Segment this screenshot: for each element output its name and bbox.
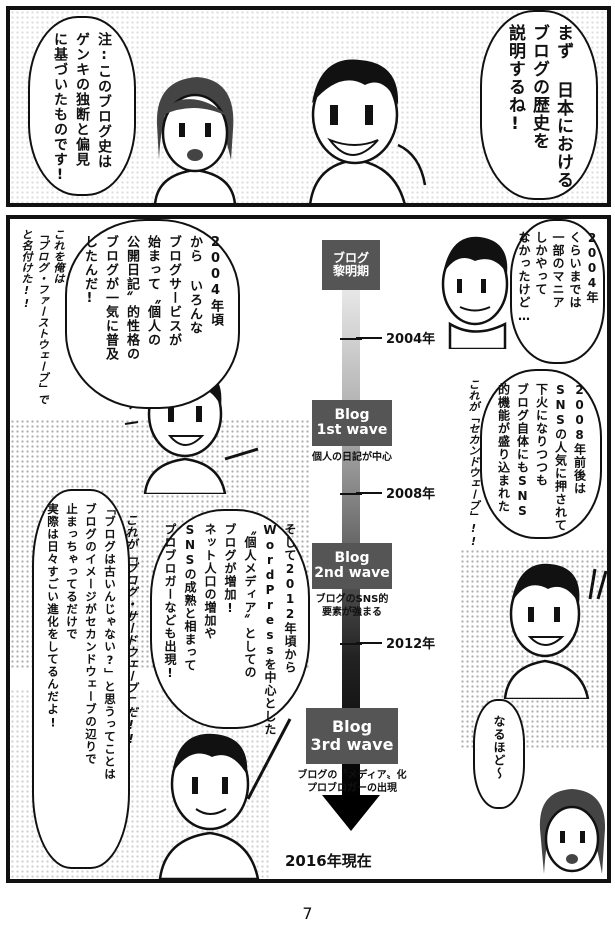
speech-bubble-2004: 2004年頃 から いろんな ブログサービスが 始まって〝個人の 公開日記〟的性… bbox=[65, 219, 240, 409]
timeline-present-label: 2016年現在 bbox=[285, 852, 372, 870]
speech-bubble-conclusion: 「ブログは古いんじゃない?」と思うってことは ブログのイメージがセカンドウェーブ… bbox=[32, 489, 130, 869]
handwritten-second-wave: これが「セカンドウェーブ」!! bbox=[467, 379, 480, 548]
timeline-axis bbox=[342, 238, 360, 798]
character-woman-illustration bbox=[154, 77, 236, 203]
era-caption-first-wave: 個人の日記が中心 bbox=[312, 452, 392, 463]
handwritten-first-wave: これを俺は 「ブログ・ファーストウェーブ」で と名付けた!! bbox=[20, 229, 65, 405]
speech-bubble-note: 注:このブログ史は ゲンキの独断と偏見 に基づいたものです! bbox=[28, 16, 136, 196]
speech-text: なるほど〜 bbox=[492, 715, 506, 780]
speech-text: まず 日本における ブログの歴史を 説明するね! bbox=[505, 24, 573, 189]
era-caption-second-wave: ブログのSNS的 要素が強まる bbox=[315, 594, 389, 618]
year-tick bbox=[340, 338, 362, 340]
speech-text: 「ブログは古いんじゃない?」と思うってことは ブログのイメージがセカンドウェーブ… bbox=[46, 503, 117, 781]
speech-bubble-naruhodo: なるほど〜 bbox=[473, 699, 525, 809]
character-genki-pointing-up-illustration bbox=[158, 718, 292, 879]
speech-bubble-main: まず 日本における ブログの歴史を 説明するね! bbox=[480, 10, 598, 200]
era-box-second-wave: Blog 2nd wave bbox=[312, 543, 392, 589]
timeline-arrow-head bbox=[322, 795, 380, 831]
character-genki-peeking-illustration bbox=[441, 236, 509, 349]
era-box-dawn: ブログ 黎明期 bbox=[322, 240, 380, 290]
year-tick bbox=[340, 643, 362, 645]
character-genki-illustration bbox=[309, 59, 427, 203]
era-box-first-wave: Blog 1st wave bbox=[312, 400, 392, 446]
speech-bubble-2008: 2008年前後は SNSの人気に押されて 下火になりつつも ブログ自体にもSNS… bbox=[480, 369, 602, 539]
year-label-2008: 2008年 bbox=[356, 483, 435, 502]
speech-text: 注:このブログ史は ゲンキの独断と偏見 に基づいたものです! bbox=[52, 32, 112, 184]
speech-text: 2004年 くらいまでは 一部のマニア しかやって なかったけど… bbox=[517, 231, 599, 324]
speech-text: そして2012年頃から WordPressを中心とした 〝個人メディア〟としての… bbox=[163, 523, 297, 736]
era-box-third-wave: Blog 3rd wave bbox=[306, 708, 398, 764]
speech-bubble-early: 2004年 くらいまでは 一部のマニア しかやって なかったけど… bbox=[510, 219, 605, 364]
year-label-2012: 2012年 bbox=[356, 633, 435, 652]
panel-top: まず 日本における ブログの歴史を 説明するね! 注:このブログ史は ゲンキの独… bbox=[6, 6, 611, 207]
character-woman-surprised-illustration bbox=[539, 789, 606, 874]
panel-main: 2004年 くらいまでは 一部のマニア しかやって なかったけど… 2004年頃… bbox=[6, 215, 611, 883]
era-caption-third-wave: ブログの〝メディア〟化 プロブロガーの出現 bbox=[297, 770, 407, 794]
character-genki-peace-illustration bbox=[503, 563, 607, 699]
year-tick bbox=[340, 493, 362, 495]
speech-text: 2008年前後は SNSの人気に押されて 下火になりつつも ブログ自体にもSNS… bbox=[496, 383, 587, 532]
year-label-2004: 2004年 bbox=[356, 328, 435, 347]
page-number: 7 bbox=[302, 904, 313, 923]
speech-bubble-2012: そして2012年頃から WordPressを中心とした 〝個人メディア〟としての… bbox=[150, 509, 310, 736]
speech-text: 2004年頃 から いろんな ブログサービスが 始まって〝個人の 公開日記〟的性… bbox=[82, 235, 223, 361]
